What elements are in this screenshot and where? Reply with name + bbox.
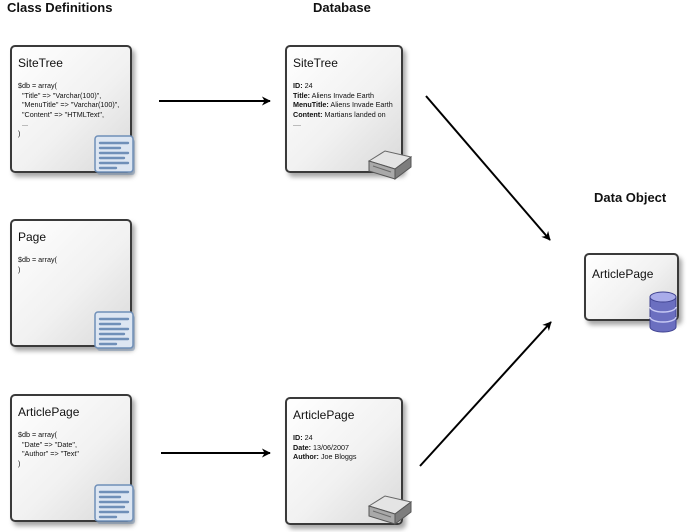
- class-card-sitetree: SiteTree $db = array( "Title" => "Varcha…: [10, 45, 135, 175]
- field-label: MenuTitle:: [293, 100, 329, 110]
- card-title: SiteTree: [293, 56, 338, 70]
- data-object-card: ArticlePage: [584, 253, 679, 333]
- card-title: ArticlePage: [293, 408, 355, 422]
- card-title: Page: [18, 230, 47, 244]
- field-value: Aliens Invade Earth: [330, 100, 393, 110]
- db-field-row: ID: 24: [293, 81, 393, 91]
- drive-icon: [367, 495, 413, 525]
- field-label: Date:: [293, 442, 311, 452]
- field-value: 24: [304, 81, 313, 90]
- heading-class-definitions: Class Definitions: [7, 0, 113, 15]
- db-field-trailing: ....: [293, 119, 301, 129]
- drive-icon: [367, 150, 413, 180]
- db-field-row: Date: 13/06/2007: [293, 443, 357, 453]
- field-label: Content:: [293, 109, 323, 119]
- document-lines-icon: [94, 311, 135, 351]
- document-lines-icon: [94, 135, 135, 175]
- arrow-articlepage-db-to-data-object: [419, 321, 552, 467]
- card-title: ArticlePage: [18, 405, 80, 419]
- card-title: SiteTree: [18, 56, 63, 70]
- class-code: $db = array( "Title" => "Varchar(100)", …: [18, 81, 120, 138]
- db-field-row: Author: Joe Bloggs: [293, 452, 357, 462]
- db-card-articlepage: ArticlePage ID: 24 Date: 13/06/2007 Auth…: [285, 397, 413, 525]
- field-label: ID:: [293, 433, 303, 442]
- field-value: Joe Bloggs: [320, 452, 357, 462]
- document-lines-icon: [94, 484, 135, 524]
- field-value: Martians landed on: [324, 109, 386, 119]
- db-card-sitetree: SiteTree ID: 24 Title: Aliens Invade Ear…: [285, 45, 413, 180]
- db-fields: ID: 24 Date: 13/06/2007 Author: Joe Blog…: [293, 433, 357, 462]
- class-code: $db = array( ): [18, 255, 57, 274]
- card-title: ArticlePage: [592, 267, 654, 281]
- field-value: 13/06/2007: [312, 442, 349, 452]
- class-card-articlepage: ArticlePage $db = array( "Date" => "Date…: [10, 394, 135, 524]
- field-label: Author:: [293, 452, 319, 462]
- class-code: $db = array( "Date" => "Date", "Author" …: [18, 430, 79, 468]
- database-icon: [649, 291, 677, 333]
- db-fields: ID: 24 Title: Aliens Invade Earth MenuTi…: [293, 81, 393, 129]
- class-card-page: Page $db = array( ): [10, 219, 135, 351]
- field-value: Aliens Invade Earth: [311, 90, 374, 100]
- arrow-sitetree-db-to-data-object: [425, 95, 551, 241]
- heading-data-object: Data Object: [594, 190, 667, 205]
- field-label: ID:: [293, 81, 303, 90]
- field-label: Title:: [293, 90, 311, 100]
- heading-database: Database: [313, 0, 371, 15]
- db-field-row: ID: 24: [293, 433, 357, 443]
- db-field-row: Content: Martians landed on: [293, 110, 393, 120]
- db-field-row: Title: Aliens Invade Earth: [293, 91, 393, 101]
- field-value: 24: [304, 433, 313, 442]
- db-field-row: MenuTitle: Aliens Invade Earth: [293, 100, 393, 110]
